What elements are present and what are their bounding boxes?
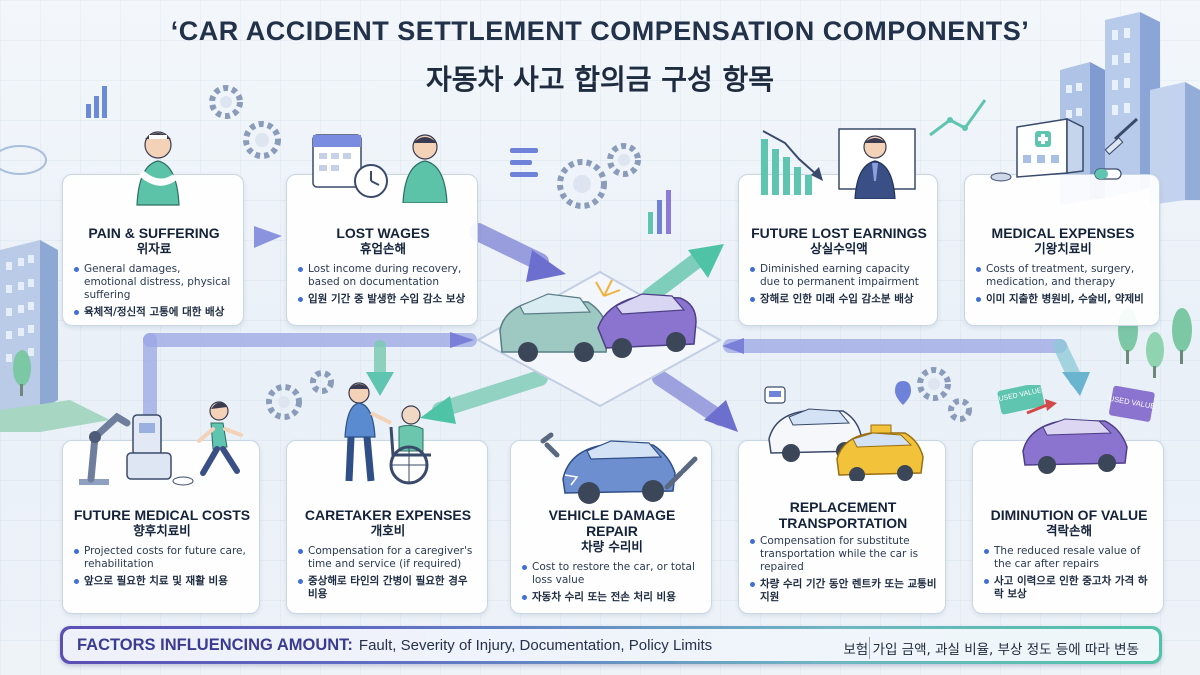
card-replacement-transportation: REPLACEMENT TRANSPORTATION Compensation … <box>738 381 946 614</box>
card-bullet-en: Projected costs for future care, rehabil… <box>73 545 251 571</box>
card-bullet-ko: 이미 지출한 병원비, 수술비, 약제비 <box>975 293 1151 306</box>
card-title-ko: 상실수익액 <box>810 241 868 256</box>
card-bullet-en: Compensation for substitute transportati… <box>749 535 937 574</box>
factors-korean-text: 보험 가입 금액, 과실 비율, 부상 정도 등에 따라 변동 <box>843 642 1139 658</box>
card-bullet-ko: 앞으로 필요한 치료 및 재활 비용 <box>73 575 251 588</box>
card-bullet-en: Lost income during recovery, based on do… <box>297 263 469 289</box>
card-diminution-of-value: USED VALUE USED VALUE DIMINUTION OF VALU… <box>972 385 1164 614</box>
growth-bars-icon <box>648 190 671 234</box>
card-vehicle-damage-repair: VEHICLE DAMAGE REPAIR 차량 수리비 Cost to res… <box>510 432 712 614</box>
trend-chart-icon <box>929 99 987 137</box>
declining-chart-businessman-icon <box>761 128 916 199</box>
rehab-equipment-runner-icon <box>79 401 243 486</box>
card-bullet-en: Cost to restore the car, or total loss v… <box>521 561 703 587</box>
card-bullet-en: The reduced resale value of the car afte… <box>983 545 1155 571</box>
green-car-icon <box>499 293 609 362</box>
document-lines-icon <box>510 148 538 177</box>
card-title-ko: 기왕치료비 <box>1034 241 1092 256</box>
card-caretaker-expenses: CARETAKER EXPENSES 개호비 Compensation for … <box>286 382 488 614</box>
car-crash-illustration <box>475 270 723 408</box>
card-title-en: FUTURE MEDICAL COSTS <box>73 507 251 523</box>
card-future-medical-costs: FUTURE MEDICAL COSTS 향후치료비 Projected cos… <box>62 401 260 614</box>
card-title-en: PAIN & SUFFERING <box>88 225 220 241</box>
card-title-en: LOST WAGES <box>336 225 430 241</box>
card-bullet-ko: 차량 수리 기간 동안 렌트카 또는 교통비 지원 <box>749 578 937 604</box>
tree-icon <box>13 350 31 396</box>
card-title-ko: 격락손해 <box>1045 523 1092 538</box>
used-value-tag-icon: USED VALUE <box>1108 385 1156 422</box>
impact-icon <box>595 279 621 297</box>
bar-chart-icon <box>86 86 107 118</box>
gear-icon <box>209 85 972 422</box>
card-pain-suffering: PAIN & SUFFERING 위자료 General damages, em… <box>62 131 244 326</box>
card-bullet-en: General damages, emotional distress, phy… <box>73 263 235 302</box>
card-lost-wages: LOST WAGES 휴업손해 Lost income during recov… <box>286 134 478 326</box>
cloud-icon <box>0 145 47 175</box>
card-bullet-ko: 사고 이력으로 인한 중고차 가격 하락 보상 <box>983 575 1155 601</box>
card-medical-expenses: MEDICAL EXPENSES 기왕치료비 Costs of treatmen… <box>964 117 1160 326</box>
factors-banner: FACTORS INFLUENCING AMOUNT: Fault, Sever… <box>60 626 1162 664</box>
card-bullet-ko: 자동차 수리 또는 전손 처리 비용 <box>521 591 703 604</box>
card-bullet-ko: 입원 기간 중 발생한 수입 감소 보상 <box>297 293 469 306</box>
gear-center-icon <box>220 96 940 408</box>
card-title-en: CARETAKER EXPENSES <box>304 507 472 523</box>
factors-text: Fault, Severity of Injury, Documentation… <box>358 636 713 654</box>
card-bullet-ko: 장해로 인한 미래 수입 감소분 배상 <box>749 293 929 306</box>
card-future-lost-earnings: FUTURE LOST EARNINGS 상실수익액 Diminished ea… <box>738 128 938 326</box>
purple-car-icon <box>597 293 697 358</box>
card-title-ko: 향후치료비 <box>133 523 191 538</box>
card-bullet-en: Diminished earning capacity due to perma… <box>749 263 929 289</box>
card-title-en: DIMINUTION OF VALUE <box>990 507 1148 523</box>
hospital-medicine-icon <box>990 117 1139 182</box>
damaged-car-wrench-icon <box>540 432 698 504</box>
card-title-ko: 차량 수리비 <box>581 539 643 554</box>
factors-label: FACTORS INFLUENCING AMOUNT: <box>77 635 353 654</box>
used-value-car-icon: USED VALUE USED VALUE <box>997 385 1156 474</box>
factors-divider <box>869 637 870 659</box>
card-title-en: MEDICAL EXPENSES <box>991 225 1135 241</box>
calendar-clock-worker-icon <box>312 134 448 203</box>
card-title-en: FUTURE LOST EARNINGS <box>751 225 927 241</box>
title-english: ‘CAR ACCIDENT SETTLEMENT COMPENSATION CO… <box>170 16 1030 46</box>
card-title-ko: 위자료 <box>136 241 172 256</box>
factors-banner-inner: FACTORS INFLUENCING AMOUNT: Fault, Sever… <box>63 629 1159 661</box>
caregiver-wheelchair-icon <box>344 382 431 485</box>
injured-person-icon <box>136 131 180 206</box>
card-bullet-ko: 중상해로 타인의 간병이 필요한 경우 비용 <box>297 575 479 601</box>
card-title-en: REPLACEMENT TRANSPORTATION <box>778 499 908 531</box>
card-title-ko: 개호비 <box>370 523 406 538</box>
used-value-tag-icon: USED VALUE <box>997 385 1045 415</box>
title-korean: 자동차 사고 합의금 구성 항목 <box>425 63 775 96</box>
rental-car-taxi-icon <box>764 381 924 481</box>
card-title-ko: 휴업손해 <box>359 241 406 256</box>
card-title-en: VEHICLE DAMAGE REPAIR <box>548 507 676 539</box>
card-bullet-en: Costs of treatment, surgery, medication,… <box>975 263 1151 289</box>
card-bullet-en: Compensation for a caregiver's time and … <box>297 545 479 571</box>
card-bullet-ko: 육체적/정신적 고통에 대한 배상 <box>73 306 235 319</box>
